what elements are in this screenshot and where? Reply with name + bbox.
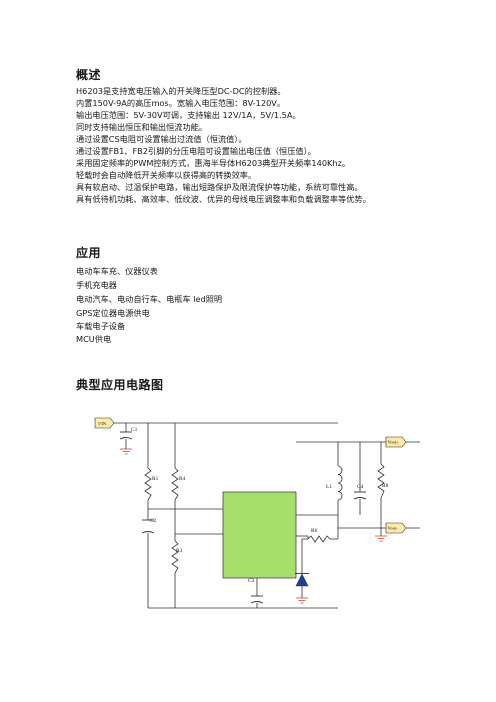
overview-line: 采用固定频率的PWM控制方式，惠海半导体H6203典型开关频率140Khz。 bbox=[76, 158, 351, 168]
application-line: 手机充电器 bbox=[76, 280, 117, 290]
application-line: 电动汽车、电动自行车、电瓶车 led照明 bbox=[76, 294, 223, 304]
r8-label: R8 bbox=[382, 483, 389, 489]
svg-text:Vout-: Vout- bbox=[388, 526, 399, 531]
application-line: 车载电子设备 bbox=[76, 321, 126, 331]
applications-heading: 应用 bbox=[76, 246, 102, 260]
c3-label: C3 bbox=[248, 578, 255, 584]
controller-ic bbox=[222, 491, 297, 579]
overview-line: 具有低待机功耗、高效率、低纹波、优异的母线电压调整率和负载调整率等优势。 bbox=[76, 194, 371, 204]
overview-line: 内置150V-9A的高压mos。宽输入电压范围：8V-120V。 bbox=[76, 98, 286, 108]
svg-text:VIN: VIN bbox=[98, 421, 107, 426]
resistor-r6 bbox=[307, 535, 331, 543]
application-line: MCU供电 bbox=[76, 334, 112, 344]
capacitor-c1 bbox=[119, 431, 133, 440]
r3-label: R3 bbox=[176, 548, 183, 554]
overview-line: 轻载时会自动降低开关频率以获得高的转换效率。 bbox=[76, 170, 257, 180]
r6-label: R6 bbox=[311, 528, 318, 534]
overview-line: 同时支持输出恒压和输出恒流功能。 bbox=[76, 122, 208, 132]
capacitor-c4 bbox=[353, 491, 367, 500]
c1-label: C1 bbox=[131, 427, 138, 433]
resistor-r4 bbox=[171, 467, 179, 501]
ground-icon bbox=[375, 535, 387, 542]
l1-label: L1 bbox=[326, 484, 332, 490]
overview-line: H6203是支持宽电压输入的开关降压型DC-DC的控制器。 bbox=[76, 86, 286, 96]
capacitor-c2 bbox=[141, 519, 155, 534]
ground-icon bbox=[296, 597, 308, 604]
inductor-l1 bbox=[337, 465, 343, 501]
vout-positive-port: Vout+ bbox=[385, 436, 407, 448]
ground-icon bbox=[120, 448, 132, 455]
application-line: GPS定位器电源供电 bbox=[76, 308, 150, 318]
overview-line: 具有软启动、过温保护电路，输出短路保护及限流保护等功能，系统可靠性高。 bbox=[76, 182, 363, 192]
resistor-r3 bbox=[171, 540, 179, 574]
overview-heading: 概述 bbox=[76, 68, 102, 82]
resistor-r1 bbox=[144, 467, 152, 501]
application-line: 电动车车充、仪器仪表 bbox=[76, 266, 158, 276]
overview-line: 输出电压范围：5V-30V可调，支持输出 12V/1A，5V/1.5A。 bbox=[76, 110, 301, 120]
c4-label: C4 bbox=[357, 484, 364, 490]
circuit-diagram: VIN C1 R1 R4 C2 R3 C3 L1 C4 R8 bbox=[94, 417, 420, 609]
vin-port: VIN bbox=[94, 417, 115, 429]
diode-icon bbox=[295, 538, 309, 587]
r1-label: R1 bbox=[152, 476, 159, 482]
vout-negative-port: Vout- bbox=[385, 522, 407, 534]
overview-line: 通过设置CS电阻可设置输出过流值（恒流值）。 bbox=[76, 134, 247, 144]
circuit-heading: 典型应用电路图 bbox=[76, 378, 164, 392]
svg-text:Vout+: Vout+ bbox=[388, 440, 400, 445]
overview-line: 通过设置FB1、FB2引脚的分压电阻可设置输出电压值（恒压值）。 bbox=[76, 146, 316, 156]
r4-label: R4 bbox=[179, 476, 186, 482]
capacitor-c3 bbox=[250, 595, 264, 604]
c2-label: C2 bbox=[150, 518, 157, 524]
resistor-r8 bbox=[377, 463, 385, 499]
